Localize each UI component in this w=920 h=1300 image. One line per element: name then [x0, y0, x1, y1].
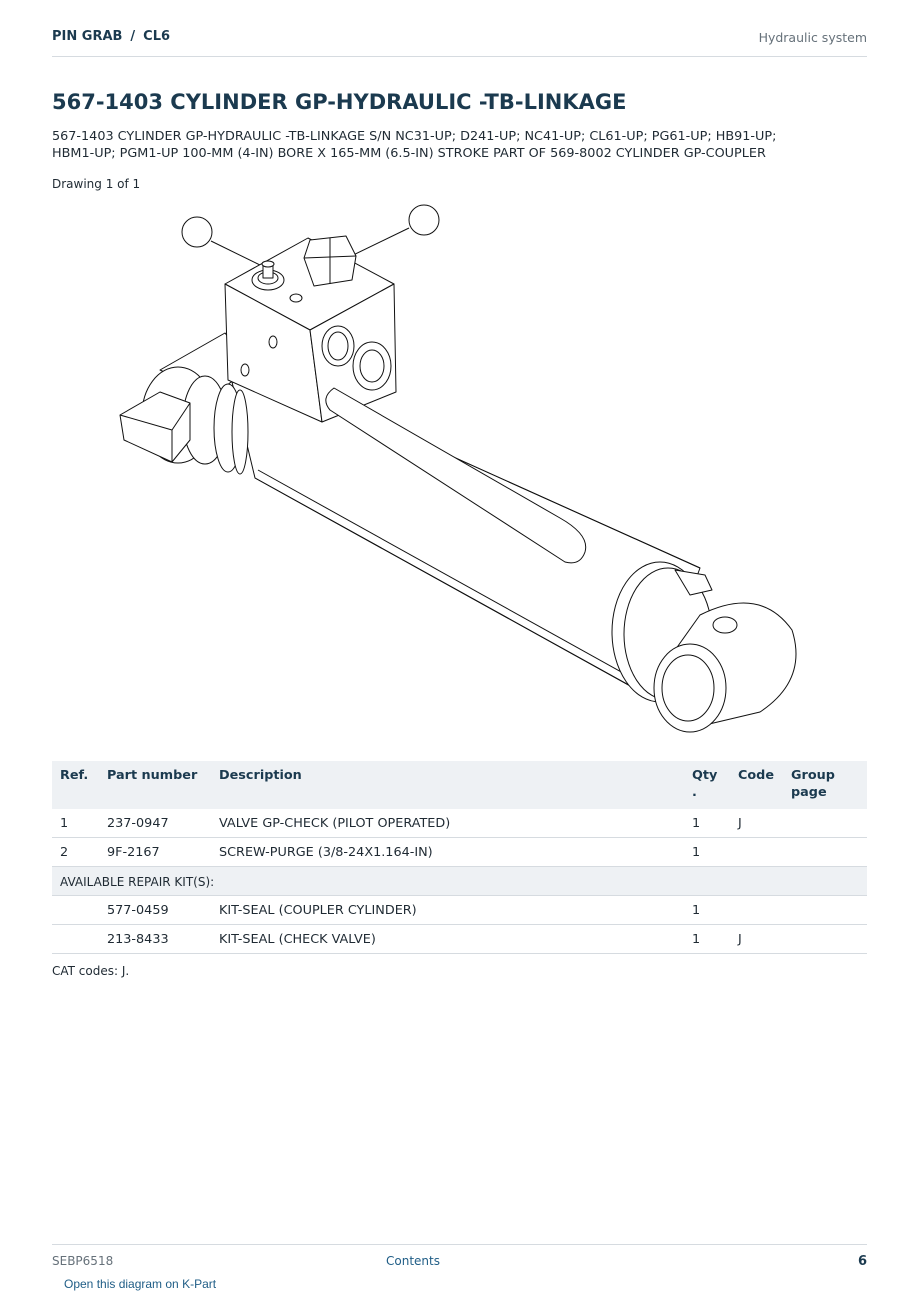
qty-header-line: .: [692, 785, 697, 800]
parts-table: Ref. Part number Description Qty. Code G…: [52, 761, 867, 954]
page-number: 6: [857, 1254, 867, 1269]
rod-end: [611, 561, 797, 733]
hex-plug: [303, 235, 357, 287]
table-header-row: Ref. Part number Description Qty. Code G…: [52, 761, 867, 809]
cell-part-number[interactable]: 9F-2167: [99, 837, 211, 867]
table-row[interactable]: 213-8433 KIT-SEAL (CHECK VALVE) 1 J: [52, 924, 867, 954]
cell-description: VALVE GP-CHECK (PILOT OPERATED): [211, 809, 684, 838]
cell-ref: 1: [52, 809, 99, 838]
description-line: HBM1-UP; PGM1-UP 100-MM (4-IN) BORE X 16…: [52, 146, 766, 161]
col-part-number: Part number: [99, 761, 211, 809]
page-footer: SEBP6518 Contents 6: [52, 1244, 867, 1269]
purge-screw: [251, 260, 285, 291]
cell-ref: [52, 924, 99, 954]
breadcrumb-model[interactable]: PIN GRAB: [52, 29, 123, 44]
col-description: Description: [211, 761, 684, 809]
cell-qty: 1: [684, 837, 730, 867]
contents-link[interactable]: Contents: [386, 1254, 440, 1268]
cat-codes-note: CAT codes: J.: [52, 964, 130, 978]
cylinder-exploded-drawing: [119, 204, 797, 733]
table-row[interactable]: 577-0459 KIT-SEAL (COUPLER CYLINDER) 1: [52, 895, 867, 925]
cell-description: KIT-SEAL (CHECK VALVE): [211, 924, 684, 954]
breadcrumb-serial[interactable]: CL6: [143, 29, 171, 44]
col-ref: Ref.: [52, 761, 99, 809]
cell-qty: 1: [684, 895, 730, 925]
col-group-page: Group page: [783, 761, 867, 809]
cell-code: [730, 837, 783, 867]
hydraulic-tube: [325, 387, 587, 564]
cell-part-number[interactable]: 577-0459: [99, 895, 211, 925]
group-description: 567-1403 CYLINDER GP-HYDRAULIC -TB-LINKA…: [52, 128, 872, 162]
cell-ref: [52, 895, 99, 925]
callout-2[interactable]: [344, 204, 440, 260]
table-row[interactable]: 2 9F-2167 SCREW-PURGE (3/8-24X1.164-IN) …: [52, 837, 867, 867]
col-code: Code: [730, 761, 783, 809]
document-id: SEBP6518: [52, 1254, 114, 1268]
table-row[interactable]: 1 237-0947 VALVE GP-CHECK (PILOT OPERATE…: [52, 809, 867, 838]
group-header-line: page: [791, 785, 827, 800]
cell-group-page: [783, 895, 867, 925]
cell-group-page: [783, 809, 867, 838]
cell-code: J: [730, 924, 783, 954]
cell-qty: 1: [684, 924, 730, 954]
qty-header-line: Qty: [692, 768, 718, 783]
breadcrumb: PIN GRAB / CL6: [52, 29, 170, 44]
cell-code: J: [730, 809, 783, 838]
cell-code: [730, 895, 783, 925]
cell-ref: 2: [52, 837, 99, 867]
kpart-link[interactable]: Open this diagram on K-Part: [64, 1277, 217, 1291]
cell-description: SCREW-PURGE (3/8-24X1.164-IN): [211, 837, 684, 867]
cell-description: KIT-SEAL (COUPLER CYLINDER): [211, 895, 684, 925]
group-header-line: Group: [791, 768, 835, 783]
cell-qty: 1: [684, 809, 730, 838]
page-title: 567-1403 CYLINDER GP-HYDRAULIC -TB-LINKA…: [52, 90, 627, 114]
page-header: PIN GRAB / CL6 Hydraulic system: [52, 28, 867, 57]
repair-kit-header: AVAILABLE REPAIR KIT(S):: [52, 866, 867, 896]
section-name: Hydraulic system: [758, 30, 867, 45]
repair-kit-header-row: AVAILABLE REPAIR KIT(S):: [52, 866, 867, 896]
drawing-label: Drawing 1 of 1: [52, 177, 141, 191]
callout-1[interactable]: [181, 216, 267, 269]
cell-part-number[interactable]: 213-8433: [99, 924, 211, 954]
cell-part-number[interactable]: 237-0947: [99, 809, 211, 838]
description-line: 567-1403 CYLINDER GP-HYDRAULIC -TB-LINKA…: [52, 129, 777, 144]
col-qty: Qty.: [684, 761, 730, 809]
rear-block: [119, 332, 253, 475]
breadcrumb-separator: /: [130, 29, 136, 44]
cell-group-page: [783, 837, 867, 867]
cell-group-page: [783, 924, 867, 954]
